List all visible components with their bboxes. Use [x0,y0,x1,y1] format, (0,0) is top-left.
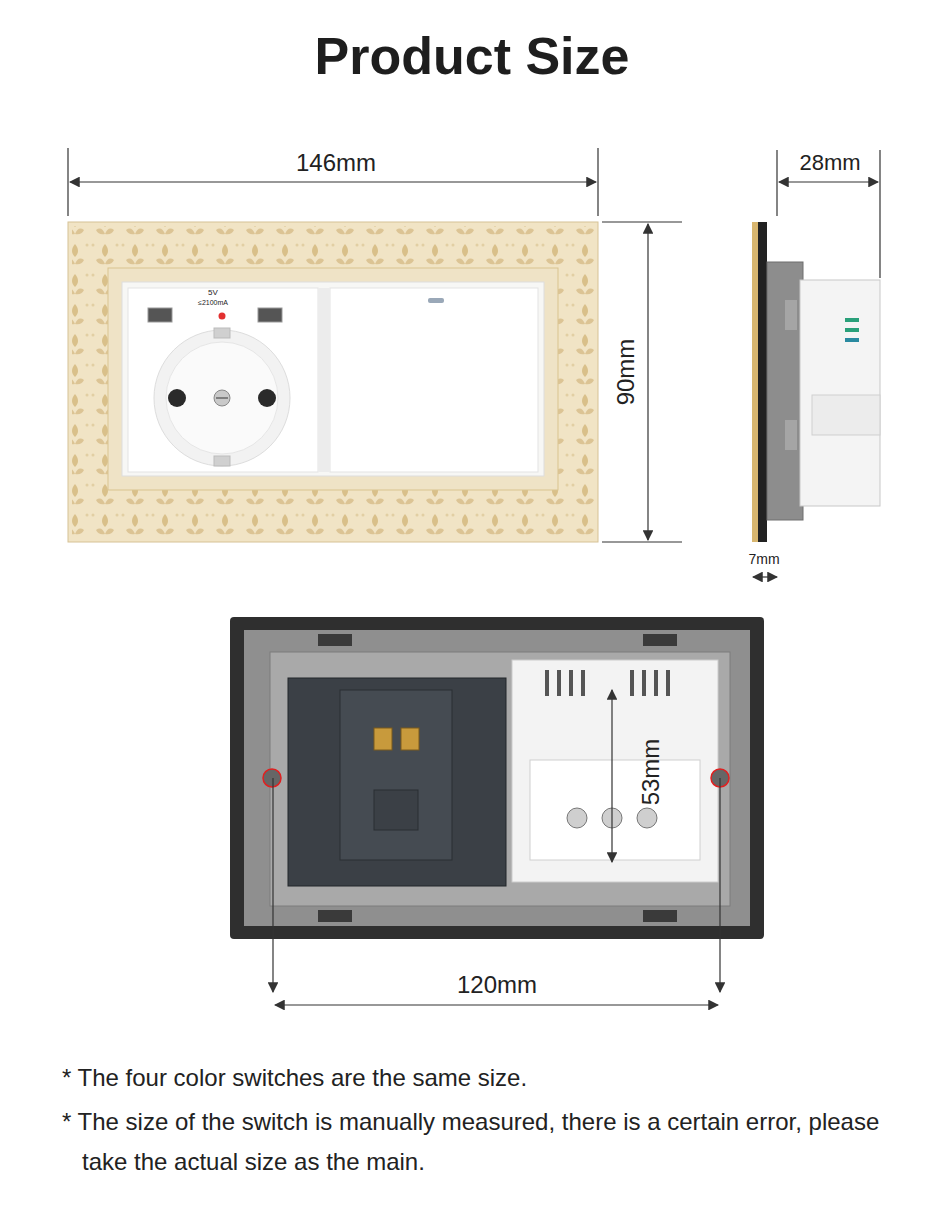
back-view [230,617,764,939]
note: * The size of the switch is manually mea… [62,1102,912,1182]
dimension-screw-spacing: 120mm [457,971,537,1000]
side-view [752,222,880,542]
note: * The four color switches are the same s… [62,1058,930,1098]
dimension-plate: 7mm [748,551,779,568]
dimension-module: 53mm [637,739,666,806]
dimension-lines [68,148,880,577]
front-view [68,222,598,542]
dimension-width: 146mm [296,149,376,178]
dimension-lines-back [273,690,720,1005]
page-title: Product Size [315,25,630,87]
dimension-depth: 28mm [799,150,860,176]
dimension-height: 90mm [612,339,641,406]
usb-voltage: 5V [208,289,218,297]
usb-current: ≤2100mA [198,299,228,306]
